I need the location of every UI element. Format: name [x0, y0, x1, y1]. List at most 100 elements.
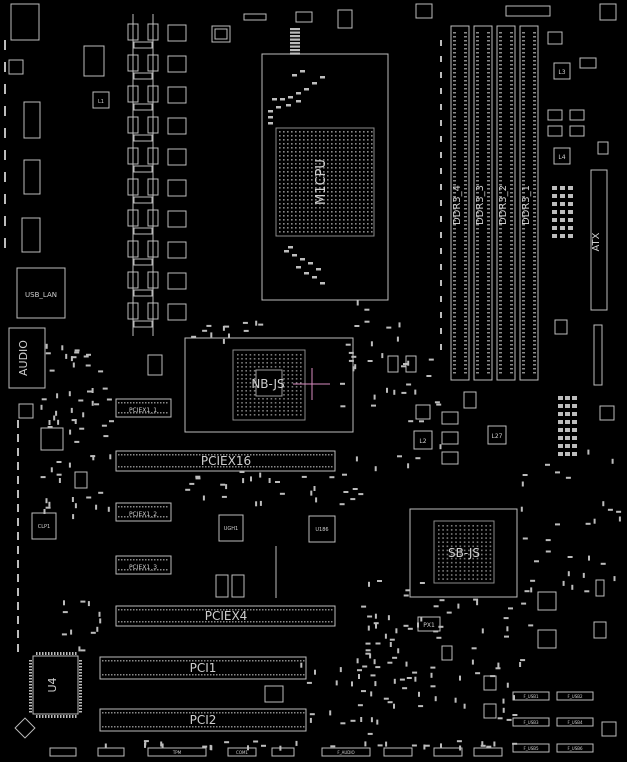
smd-part: [69, 429, 72, 435]
ddr-pin: [487, 352, 490, 354]
slot-pin: [204, 712, 206, 714]
smd-part: [428, 358, 434, 361]
sb-ball: [442, 566, 444, 568]
sb-ball: [450, 557, 453, 560]
slot-pin: [319, 454, 321, 456]
sb-ball: [450, 545, 453, 548]
ddr-pin: [453, 360, 456, 362]
cpu-pin: [363, 171, 365, 173]
ddr-pin: [487, 368, 490, 370]
slot-pin: [273, 674, 275, 676]
smd-part: [222, 325, 225, 331]
slot-pin: [301, 609, 303, 611]
nb-ball: [245, 402, 247, 404]
ddr-pin: [522, 148, 525, 150]
slot-pin: [310, 466, 312, 468]
ddr-pin: [522, 372, 525, 374]
cpu-pin: [311, 191, 313, 193]
sb-ball: [472, 561, 474, 564]
ddr-pin: [522, 300, 525, 302]
cap: [568, 186, 573, 190]
slot-pin: [297, 726, 299, 728]
ddr-pin: [510, 192, 513, 194]
cpu-pin: [315, 163, 317, 165]
ddr-pin: [522, 272, 525, 274]
ddr-pin: [533, 240, 536, 242]
sb-ball: [489, 549, 492, 552]
slot-pin: [157, 569, 159, 571]
cpu-pin: [295, 207, 297, 209]
ddr-pin: [499, 276, 502, 278]
cpu-pin: [359, 183, 361, 185]
sb-ball: [463, 533, 466, 535]
cpu-pin: [355, 135, 357, 137]
cpu-pin: [355, 179, 357, 181]
ddr-pin: [499, 132, 502, 134]
ddr-pin: [522, 36, 525, 38]
slot-pin: [178, 466, 180, 468]
smd-part: [357, 704, 363, 707]
slot-pin: [279, 726, 281, 728]
cpu-pin: [347, 175, 349, 177]
slot-pin: [166, 412, 168, 414]
vrm-cap: [133, 103, 153, 111]
cpu-pin: [367, 163, 369, 165]
slot-pin: [271, 609, 273, 611]
cpu-pin: [283, 135, 285, 137]
smd-part: [519, 662, 522, 667]
nb-ball: [287, 398, 289, 400]
nb-ball: [300, 390, 302, 392]
ddr-pin: [499, 240, 502, 242]
ddr-pin: [510, 160, 513, 162]
u4-pin: [29, 666, 32, 668]
cpu-pin: [299, 143, 301, 145]
slot-pin: [132, 660, 134, 662]
u4-pin: [42, 652, 44, 655]
slot-pin: [294, 674, 296, 676]
cpu-pin: [331, 159, 333, 161]
cpu-pin: [319, 211, 321, 213]
slot-pin: [270, 674, 272, 676]
smd-part: [348, 351, 354, 354]
sb-ball: [472, 578, 474, 580]
cpu-pin: [343, 151, 345, 153]
slot-pin: [225, 674, 227, 676]
slot-pin: [201, 674, 203, 676]
ddr-pin: [510, 244, 513, 246]
smd-part: [506, 718, 512, 721]
ddr-pin: [464, 64, 467, 66]
slot-pin: [136, 569, 138, 571]
ddr-pin: [464, 148, 467, 150]
cpu-pin: [347, 231, 349, 233]
ddr-pin: [533, 60, 536, 62]
cpu-pin: [343, 163, 345, 165]
ddr-pin: [510, 304, 513, 306]
slot-pin: [199, 609, 201, 611]
slot-pin: [280, 454, 282, 456]
slot-pin: [235, 454, 237, 456]
slot-pin: [141, 660, 143, 662]
ddr-pin: [522, 236, 525, 238]
ddr-pin: [487, 84, 490, 86]
slot-pin: [160, 609, 162, 611]
ddr-pin: [533, 344, 536, 346]
smd-part: [406, 677, 412, 679]
ddr-pin: [522, 216, 525, 218]
ddr-pin: [499, 236, 502, 238]
slot-pin: [126, 674, 128, 676]
cpu-pin: [339, 223, 341, 225]
cpu-pin: [279, 131, 281, 133]
edge-dash: [17, 546, 19, 554]
ddr-pin: [499, 268, 502, 270]
front-panel-header: [593, 324, 603, 386]
cpu-pin: [291, 199, 293, 201]
ddr-pin: [510, 352, 513, 354]
cpu-pin: [327, 171, 329, 173]
ddr-pin: [533, 48, 536, 50]
cpu-pin: [295, 195, 297, 197]
cpu-pin: [315, 199, 317, 201]
nb-ball: [253, 390, 256, 392]
sb-ball: [489, 574, 492, 576]
slot-pin: [313, 466, 315, 468]
slot-pin: [250, 466, 252, 468]
